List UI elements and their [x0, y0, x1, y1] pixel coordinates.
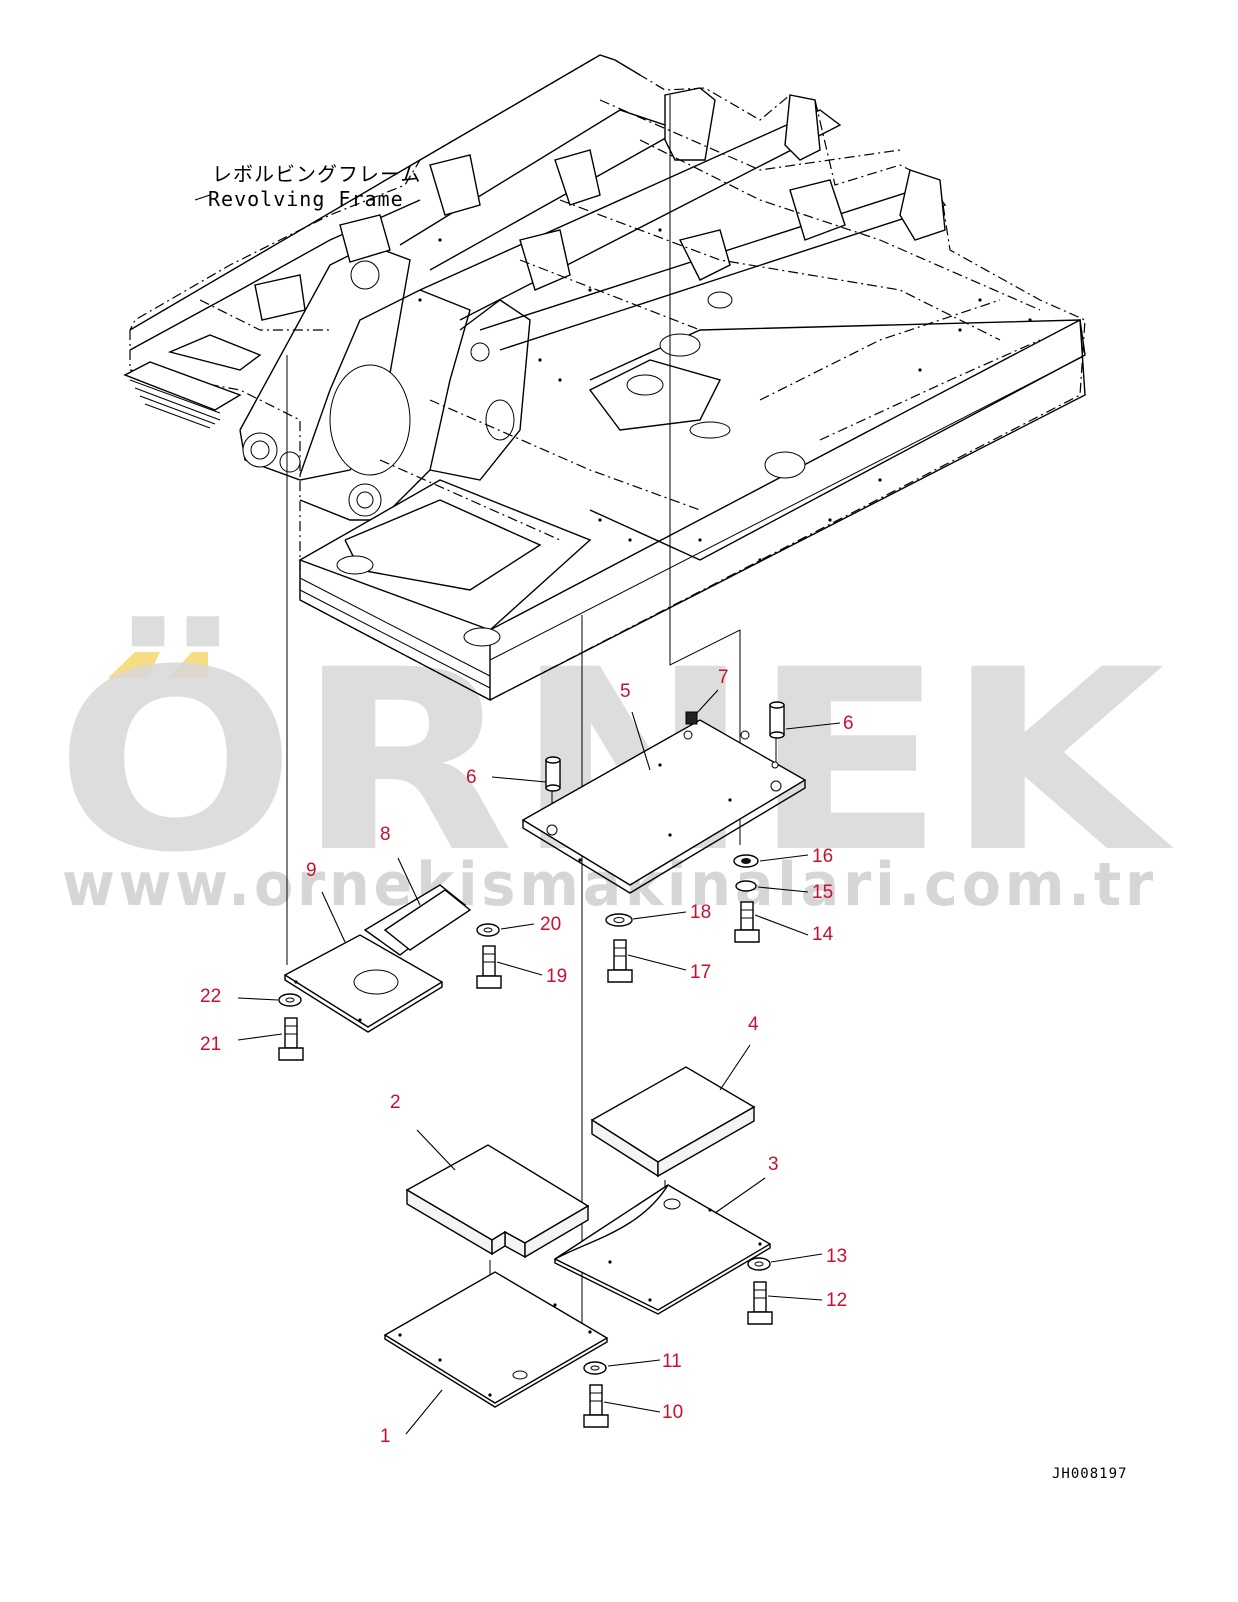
frame-right-deck-line [489, 356, 1083, 661]
frame-diagonal-beam-3 [399, 109, 682, 271]
part-11-washer [583, 1361, 607, 1375]
callout-22: 22 [200, 986, 221, 1007]
callout-12: 12 [826, 1290, 847, 1311]
part-13-washer [747, 1257, 771, 1271]
callout-7: 7 [718, 667, 729, 688]
callout-2: 2 [390, 1092, 401, 1113]
callout-11: 11 [662, 1351, 682, 1372]
callout-13: 13 [826, 1246, 847, 1267]
callout-20: 20 [540, 914, 561, 935]
callout-6-right: 6 [843, 713, 854, 734]
frame-outline [129, 54, 1086, 701]
callout-15: 15 [812, 882, 833, 903]
part-5-cover-plate [521, 719, 807, 894]
leader-lines [194, 194, 841, 1435]
part-19-bolt [476, 945, 502, 989]
part-21-bolt [278, 1017, 304, 1061]
part-4-pad [590, 1066, 756, 1178]
frame-boom-bracket [239, 244, 531, 521]
frame-step [123, 334, 262, 429]
frame-detail-dots [418, 228, 1032, 562]
revolving-frame [123, 54, 1086, 702]
part-6-stud-right [769, 701, 785, 739]
part-6-stud-left [545, 756, 561, 792]
callout-6-left: 6 [466, 767, 477, 788]
part-14-bolt [734, 901, 760, 943]
callout-14: 14 [812, 924, 834, 945]
part-15-washer [735, 880, 757, 892]
part-1-cover-plate [383, 1271, 609, 1408]
callout-10: 10 [662, 1402, 683, 1423]
frame-label-japanese: レボルビングフレーム [212, 162, 421, 186]
callout-labels: 1 2 3 4 5 6 6 7 8 9 10 11 12 13 14 15 16… [200, 667, 854, 1447]
part-2-pad [405, 1144, 590, 1259]
frame-diagonal-beam-1 [419, 109, 842, 321]
frame-brackets [254, 87, 946, 479]
callout-9: 9 [306, 860, 317, 881]
part-22-washer [278, 993, 302, 1007]
callout-21: 21 [200, 1034, 221, 1055]
watermark-accent-right [168, 652, 208, 678]
part-7-nut [685, 711, 698, 725]
part-10-bolt [583, 1384, 609, 1428]
callout-16: 16 [812, 846, 833, 867]
frame-front-deck [298, 479, 592, 702]
part-9-plate [283, 934, 444, 1033]
callout-8: 8 [380, 824, 391, 845]
frame-left-beam [129, 54, 641, 331]
callout-3: 3 [768, 1154, 779, 1175]
callout-17: 17 [690, 962, 711, 983]
watermark-accent-left [108, 652, 160, 678]
callout-5: 5 [620, 681, 631, 702]
frame-label-english: Revolving Frame [208, 187, 404, 211]
drawing-code: JH008197 [1052, 1466, 1127, 1482]
callout-19: 19 [546, 966, 567, 987]
part-3-cover-plate [553, 1184, 772, 1315]
part-12-bolt [747, 1281, 773, 1325]
callout-1: 1 [380, 1426, 391, 1447]
part-18-washer [605, 913, 633, 927]
part-17-bolt [607, 939, 633, 983]
part-8-plate [363, 884, 472, 956]
callout-4: 4 [748, 1014, 759, 1035]
part-16-washer [733, 854, 759, 868]
callout-18: 18 [690, 902, 711, 923]
part-20-washer [476, 923, 500, 937]
